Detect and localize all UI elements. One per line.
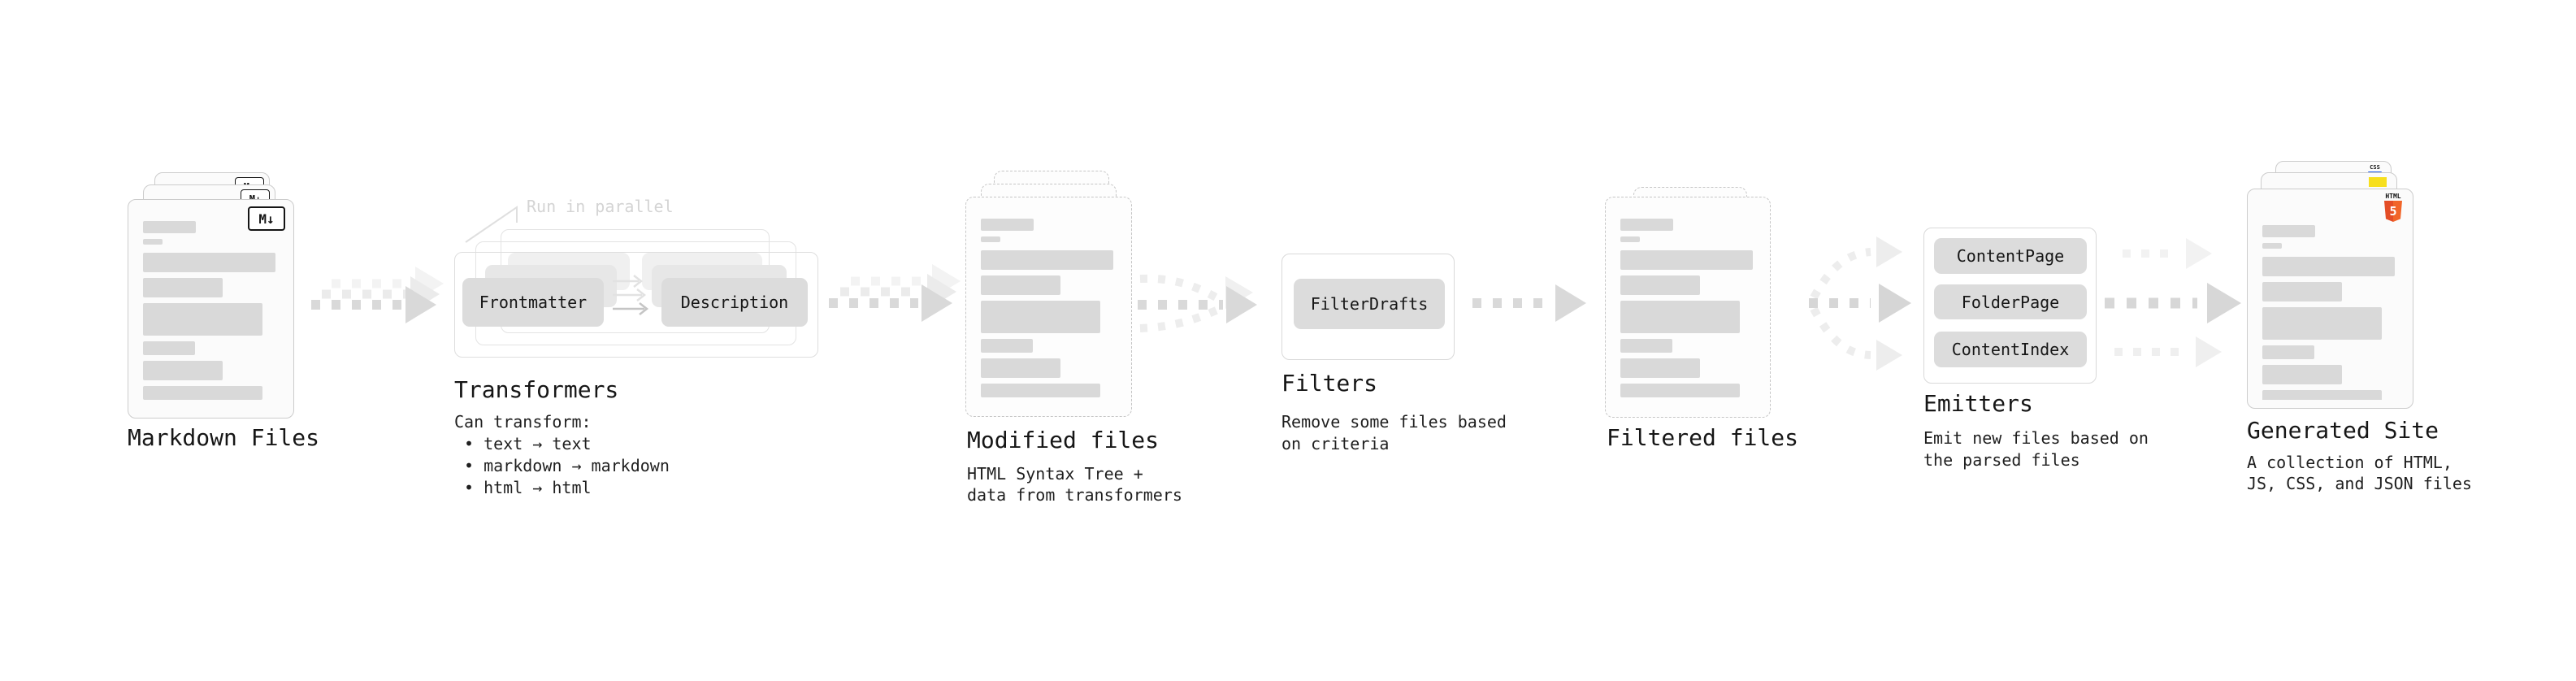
file-content-lines xyxy=(1620,219,1759,409)
filterdrafts-pill: FilterDrafts xyxy=(1294,279,1445,329)
file-line-bar xyxy=(2262,390,2382,400)
transformer-layer-front xyxy=(454,252,818,358)
transform-bullet: • text → text xyxy=(464,434,592,453)
folderpage-pill: FolderPage xyxy=(1934,284,2087,319)
file-content-lines xyxy=(2262,225,2401,400)
file-line-bar xyxy=(143,386,262,400)
markdown-file-card-front: M↓ xyxy=(128,199,294,419)
file-line-bar xyxy=(981,358,1060,378)
file-line-bar xyxy=(2262,257,2395,276)
emitters-label: Emitters xyxy=(1923,390,2033,417)
js-icon xyxy=(2369,177,2387,187)
file-line-bar xyxy=(1620,384,1740,397)
file-line-bar xyxy=(143,341,195,355)
arrow-markdown-to-transformers xyxy=(311,267,444,323)
file-content-lines xyxy=(143,221,282,410)
transformers-desc-title: Can transform: xyxy=(454,412,592,432)
file-line-bar xyxy=(2262,243,2282,249)
run-in-parallel-note: Run in parallel xyxy=(527,197,674,216)
desc-line: HTML Syntax Tree + xyxy=(967,464,1143,484)
generated-site-label: Generated Site xyxy=(2247,417,2439,444)
desc-line: Emit new files based on xyxy=(1923,428,2149,448)
html5-icon: HTML 5 xyxy=(2383,193,2403,222)
arrow-filters-to-filtered xyxy=(1472,284,1586,322)
file-line-bar xyxy=(981,250,1113,270)
file-line-bar xyxy=(2262,225,2315,237)
arrow-emitters-to-generated xyxy=(2105,238,2241,367)
file-line-bar xyxy=(1620,275,1700,295)
file-line-bar xyxy=(1620,339,1672,353)
file-line-bar xyxy=(2262,282,2342,301)
desc-line: A collection of HTML, xyxy=(2247,453,2452,472)
filtered-files-label: Filtered files xyxy=(1607,424,1799,451)
desc-line: JS, CSS, and JSON files xyxy=(2247,474,2472,493)
generated-html-card: HTML 5 xyxy=(2247,189,2413,409)
file-line-bar xyxy=(1620,358,1700,378)
file-line-bar xyxy=(981,339,1033,353)
frontmatter-pill: Frontmatter xyxy=(462,278,604,327)
file-line-bar xyxy=(1620,236,1640,242)
filters-description: Remove some files based on criteria xyxy=(1281,411,1507,455)
transform-bullet: • html → html xyxy=(464,478,592,497)
file-line-bar xyxy=(2262,307,2382,340)
contentpage-pill: ContentPage xyxy=(1934,238,2087,274)
contentindex-pill: ContentIndex xyxy=(1934,332,2087,367)
desc-line: on criteria xyxy=(1281,434,1390,453)
arrow-modified-to-filters xyxy=(1138,274,1257,332)
generated-site-description: A collection of HTML, JS, CSS, and JSON … xyxy=(2247,452,2472,494)
file-line-bar xyxy=(981,301,1100,333)
modified-file-card-front xyxy=(965,197,1132,417)
transform-bullet: • markdown → markdown xyxy=(464,456,670,475)
file-line-bar xyxy=(1620,301,1740,333)
file-line-bar xyxy=(981,384,1100,397)
description-pill: Description xyxy=(661,278,808,327)
file-line-bar xyxy=(1620,219,1673,231)
transformers-description: Can transform: • text → text • markdown … xyxy=(454,411,670,499)
file-line-bar xyxy=(2262,365,2342,384)
file-line-bar xyxy=(981,219,1034,231)
file-line-bar xyxy=(143,253,275,272)
file-line-bar xyxy=(143,303,262,336)
emitters-description: Emit new files based on the parsed files xyxy=(1923,427,2149,471)
desc-line: Remove some files based xyxy=(1281,412,1507,432)
file-line-bar xyxy=(1620,250,1753,270)
modified-files-description: HTML Syntax Tree + data from transformer… xyxy=(967,463,1182,505)
modified-files-label: Modified files xyxy=(967,427,1160,453)
markdown-files-label: Markdown Files xyxy=(128,424,320,451)
filters-label: Filters xyxy=(1281,370,1378,397)
desc-line: data from transformers xyxy=(967,485,1182,505)
markdown-icon: M↓ xyxy=(248,206,285,231)
arrow-transformers-to-modified xyxy=(829,264,961,322)
file-content-lines xyxy=(981,219,1120,408)
file-line-bar xyxy=(981,236,1000,242)
filtered-file-card-front xyxy=(1605,197,1771,418)
file-line-bar xyxy=(143,361,223,380)
desc-line: the parsed files xyxy=(1923,450,2080,470)
file-line-bar xyxy=(2262,345,2314,359)
transformers-label: Transformers xyxy=(454,376,619,403)
arrow-filtered-to-emitters xyxy=(1809,236,1911,371)
file-line-bar xyxy=(143,239,163,245)
file-line-bar xyxy=(143,278,223,297)
file-line-bar xyxy=(981,275,1060,295)
file-line-bar xyxy=(143,221,196,233)
